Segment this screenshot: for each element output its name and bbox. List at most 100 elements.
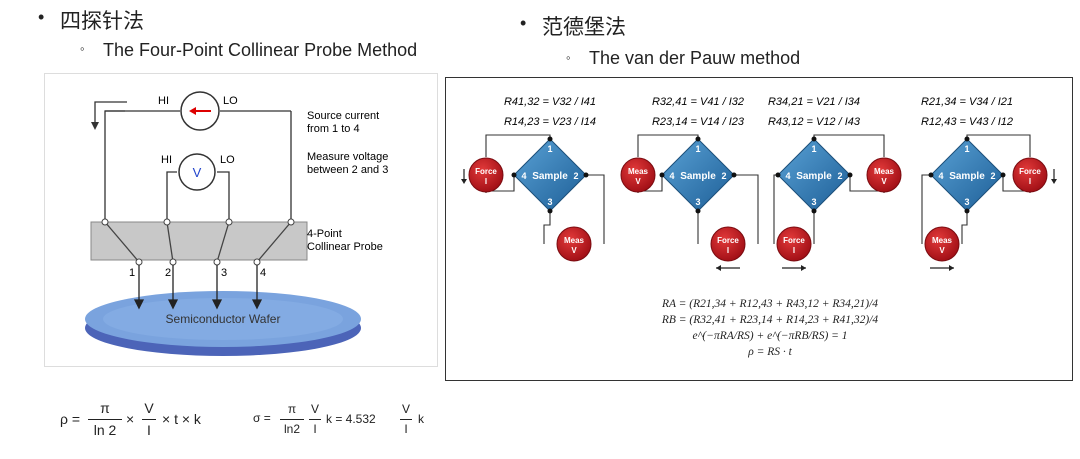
- corner-dot: [731, 172, 737, 178]
- ra-formula: RA = (R21,34 + R12,43 + R43,12 + R34,21)…: [661, 298, 879, 310]
- bullet-dot: •: [520, 13, 527, 33]
- corner-number: 2: [721, 171, 726, 181]
- corner-dot: [511, 172, 517, 178]
- current-arrow-head: [1051, 179, 1057, 184]
- meas-circle-label: V: [635, 177, 641, 186]
- probe-line2: Collinear Probe: [307, 241, 383, 253]
- corner-dot: [964, 208, 970, 214]
- force-circle-label: Force: [1019, 167, 1041, 176]
- force-circle-label: Force: [717, 236, 739, 245]
- corner-dot: [811, 136, 817, 142]
- resistance-eq: R12,43 = V43 / I12: [921, 116, 1013, 128]
- corner-dot: [811, 208, 817, 214]
- source-wires: [104, 110, 292, 219]
- sub-bullet: ◦: [80, 41, 85, 56]
- four-point-svg: Semiconductor Wafer 1 2 3 4 HI LO: [85, 91, 388, 356]
- corner-dot: [659, 172, 665, 178]
- voltmeter: [178, 153, 216, 191]
- rho-I: I: [147, 422, 151, 438]
- corner-number: 4: [521, 171, 526, 181]
- rho-V: V: [144, 400, 154, 416]
- sigma-ln2: ln2: [283, 422, 300, 436]
- corner-number: 3: [964, 197, 969, 207]
- force-circle-label: I: [727, 246, 729, 255]
- meas-circle: [620, 157, 656, 193]
- fraction-bar: [280, 419, 304, 420]
- corner-dot: [1000, 172, 1006, 178]
- meas-circle-label: Meas: [874, 167, 895, 176]
- corner-number: 3: [811, 197, 816, 207]
- corner-dot: [583, 172, 589, 178]
- meas-circle-label: V: [571, 246, 577, 255]
- rho-lhs: ρ =: [60, 411, 81, 427]
- resistance-eq: R32,41 = V41 / I32: [652, 96, 744, 108]
- corner-dot: [695, 136, 701, 142]
- probe-body: [90, 221, 308, 261]
- corner-number: 3: [547, 197, 552, 207]
- sigma-V2: V: [401, 402, 410, 416]
- current-arrow-head: [801, 265, 806, 271]
- rho-ln2: ln 2: [93, 422, 117, 438]
- rb-formula: RB = (R32,41 + R23,14 + R14,23 + R41,32)…: [661, 314, 879, 326]
- rho-pi: π: [100, 400, 110, 416]
- probe-needles: [104, 221, 292, 263]
- lo-mid-label: LO: [220, 154, 235, 166]
- corner-number: 2: [837, 171, 842, 181]
- probe-number-3: 3: [221, 267, 227, 279]
- meas-circle: [866, 157, 902, 193]
- rho-times: ×: [126, 411, 135, 427]
- measure-line1: Measure voltage: [307, 151, 388, 163]
- four-point-diagram: Semiconductor Wafer 1 2 3 4 HI LO: [44, 73, 438, 367]
- current-arrow-head: [461, 179, 467, 184]
- sigma-I: I: [313, 422, 317, 436]
- lo-top-label: LO: [223, 95, 238, 107]
- corner-dot: [964, 136, 970, 142]
- resistance-eq: R34,21 = V21 / I34: [768, 96, 860, 108]
- corner-number: 1: [547, 144, 552, 154]
- fraction-bar: [142, 419, 156, 420]
- sigma-pi: π: [287, 402, 297, 416]
- right-heading: 范德堡法: [542, 16, 626, 39]
- corner-dot: [695, 208, 701, 214]
- force-circle-label: Force: [783, 236, 805, 245]
- meas-circle-label: Meas: [932, 236, 953, 245]
- source-line2: from 1 to 4: [307, 123, 360, 135]
- probe-number-2: 2: [165, 267, 171, 279]
- wafer-label: Semiconductor Wafer: [166, 312, 281, 326]
- sigma-lhs: σ =: [253, 411, 271, 425]
- return-arrow: [94, 101, 127, 124]
- corner-dot: [928, 172, 934, 178]
- sub-bullet: ◦: [566, 50, 571, 65]
- corner-dot: [847, 172, 853, 178]
- return-arrow-head: [91, 122, 99, 130]
- probe-number-1: 1: [129, 267, 135, 279]
- corner-dot: [547, 136, 553, 142]
- sample-label: Sample: [949, 171, 985, 182]
- current-arrow-head: [189, 107, 196, 115]
- corner-number: 4: [669, 171, 674, 181]
- resistance-eq: R14,23 = V23 / I14: [504, 116, 596, 128]
- probe-line1: 4-Point: [307, 228, 342, 240]
- resistance-eq: R23,14 = V14 / I23: [652, 116, 745, 128]
- probe-number-4: 4: [260, 267, 266, 279]
- force-circle-label: I: [485, 177, 487, 186]
- sample-label: Sample: [680, 171, 716, 182]
- fraction-bar: [88, 419, 122, 420]
- corner-number: 3: [695, 197, 700, 207]
- left-formulas: ρ = π ln 2 × V I × t × k σ = π ln2 V I k…: [60, 397, 460, 449]
- corner-number: 1: [964, 144, 969, 154]
- sample-label: Sample: [532, 171, 568, 182]
- resistance-eq: R41,32 = V32 / I41: [504, 96, 596, 108]
- resistance-eq: R21,34 = V34 / I21: [921, 96, 1013, 108]
- source-line1: Source current: [307, 110, 379, 122]
- measure-wires: [166, 171, 230, 219]
- corner-dot: [547, 208, 553, 214]
- voltmeter-label: V: [193, 165, 202, 180]
- fraction-bar: [400, 419, 412, 420]
- probe-tips: [101, 218, 295, 266]
- force-circle-label: I: [1029, 177, 1031, 186]
